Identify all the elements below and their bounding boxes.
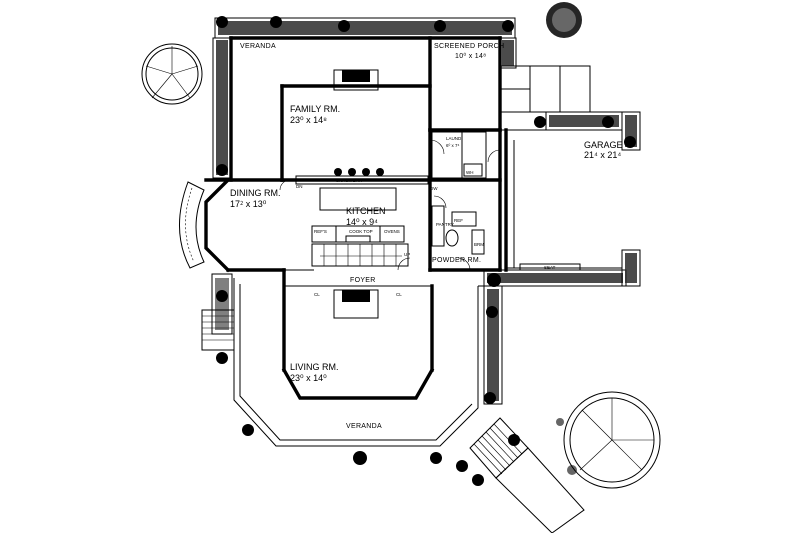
family-rm-label: FAMILY RM.: [290, 104, 340, 114]
hedge-icon: [211, 17, 641, 405]
screened-porch-label: SCREENED PORCH: [434, 43, 504, 50]
service-fixtures: [431, 131, 487, 255]
dn-label: DN: [296, 184, 303, 189]
closet-label-left: CL: [314, 292, 320, 297]
veranda-outline: [233, 278, 484, 447]
garage-dim: 21⁴ x 21⁴: [584, 150, 621, 160]
family-rm-dim: 23⁰ x 14⁸: [290, 115, 327, 125]
powder-rm-label: POWDER RM.: [432, 257, 481, 264]
cook-top-label: COOK TOP: [349, 229, 373, 234]
stair-icon: [311, 243, 409, 267]
closet-label-right: CL: [396, 292, 402, 297]
stair-icon: [469, 417, 585, 533]
wh-label: WH: [466, 170, 474, 175]
seat-bench: [519, 263, 581, 271]
stair-icon: [201, 309, 235, 351]
brm-label: BRM: [474, 242, 484, 247]
kitchen-label: KITCHEN: [346, 206, 386, 216]
screened-porch-dim: 10⁰ x 14⁸: [455, 52, 486, 60]
planter: [179, 181, 205, 269]
laund-dim: 6⁰ x 7⁴: [446, 143, 460, 148]
kitchen-dim: 14⁰ x 9⁴: [346, 217, 378, 227]
pantry-label: PANTRY: [436, 222, 454, 227]
foyer-label: FOYER: [350, 277, 376, 284]
veranda-bottom-label: VERANDA: [346, 423, 382, 430]
kitchen-fixtures: [295, 168, 429, 243]
paving-grid: [499, 65, 591, 113]
tree-icon: [141, 43, 203, 105]
up-label: UP: [404, 252, 410, 257]
laund-label: LAUND.: [446, 136, 463, 141]
dw-label: DW: [430, 186, 438, 191]
fireplace-icon: [333, 289, 379, 319]
gazebo-icon: [556, 391, 661, 489]
ovens-label: OVENS: [384, 229, 400, 234]
living-rm-dim: 23⁰ x 14⁰: [290, 373, 327, 383]
tree-icon: [546, 2, 582, 38]
seat-label: SEAT: [544, 265, 556, 270]
garage-label: GARAGE: [584, 140, 623, 150]
refs-label: REF'S: [314, 229, 327, 234]
ref-label: REF: [454, 218, 463, 223]
dining-rm-label: DINING RM.: [230, 188, 281, 198]
shrub-icon: [216, 16, 636, 486]
snack-bar-label: SNACK BAR: [336, 178, 363, 183]
veranda-top-label: VERANDA: [240, 43, 276, 50]
fireplace-icon: [333, 69, 379, 91]
door-swings: [279, 139, 501, 271]
living-rm-label: LIVING RM.: [290, 362, 339, 372]
house-walls: [204, 36, 546, 400]
dining-rm-dim: 17⁲ x 13⁰: [230, 199, 267, 209]
